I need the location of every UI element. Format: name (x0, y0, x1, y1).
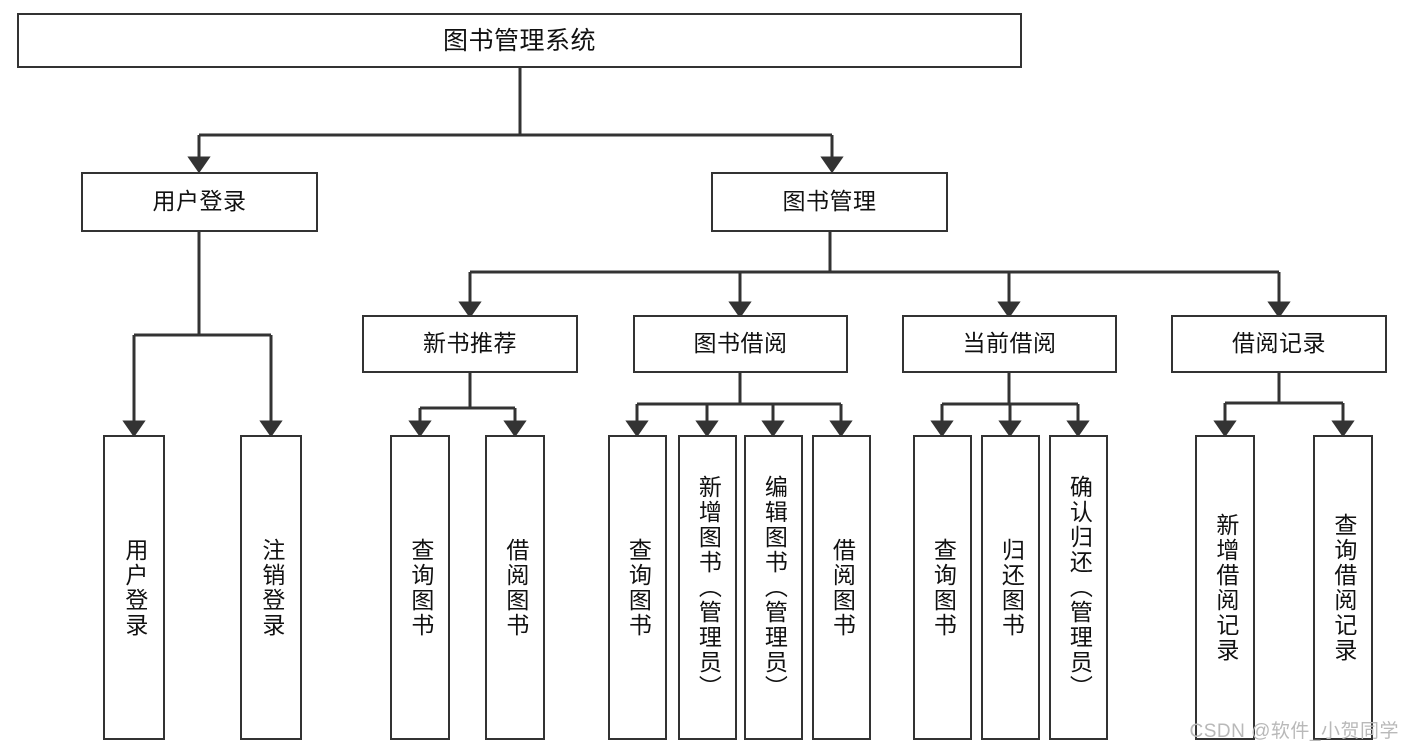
node-leaf-add-record[interactable]: 新增借阅记录 (1195, 435, 1255, 740)
node-label: 查询图书 (625, 537, 652, 638)
node-leaf-query-book-2[interactable]: 查询图书 (608, 435, 667, 740)
node-current-borrow[interactable]: 当前借阅 (902, 315, 1117, 373)
node-new-book-recommend[interactable]: 新书推荐 (362, 315, 578, 373)
node-label: 借阅图书 (502, 537, 529, 638)
node-leaf-query-record[interactable]: 查询借阅记录 (1313, 435, 1373, 740)
node-borrow-record[interactable]: 借阅记录 (1171, 315, 1387, 373)
node-label: 图书管理 (782, 188, 877, 215)
node-leaf-return-book[interactable]: 归还图书 (981, 435, 1040, 740)
node-label: 查询图书 (930, 537, 957, 638)
node-leaf-query-book-1[interactable]: 查询图书 (390, 435, 450, 740)
node-label: 借阅记录 (1232, 330, 1326, 357)
node-label: 注销登录 (258, 537, 285, 638)
node-label: 新增借阅记录 (1212, 512, 1239, 663)
node-root-system[interactable]: 图书管理系统 (17, 13, 1022, 68)
node-label: 用户登录 (121, 537, 148, 638)
node-label: 图书管理系统 (442, 26, 596, 55)
node-label: 当前借阅 (962, 330, 1057, 357)
node-label: 新书推荐 (423, 330, 517, 357)
node-leaf-add-book[interactable]: 新增图书（管理员） (678, 435, 737, 740)
node-user-login[interactable]: 用户登录 (81, 172, 318, 232)
node-label: 确认归还（管理员） (1066, 475, 1093, 700)
node-label: 图书借阅 (693, 330, 788, 357)
node-leaf-user-logout[interactable]: 注销登录 (240, 435, 302, 740)
node-leaf-query-book-3[interactable]: 查询图书 (913, 435, 972, 740)
watermark: CSDN @软件_小贺同学 (1189, 721, 1399, 742)
node-label: 查询图书 (407, 537, 434, 638)
node-label: 借阅图书 (829, 537, 856, 638)
node-leaf-borrow-book-1[interactable]: 借阅图书 (485, 435, 545, 740)
node-label: 编辑图书（管理员） (761, 475, 788, 700)
node-book-management[interactable]: 图书管理 (711, 172, 948, 232)
node-leaf-edit-book[interactable]: 编辑图书（管理员） (744, 435, 803, 740)
node-book-borrow[interactable]: 图书借阅 (633, 315, 848, 373)
node-leaf-user-login[interactable]: 用户登录 (103, 435, 165, 740)
node-label: 新增图书（管理员） (695, 475, 722, 700)
node-label: 归还图书 (998, 537, 1025, 638)
node-label: 查询借阅记录 (1330, 512, 1357, 663)
node-leaf-borrow-book-2[interactable]: 借阅图书 (812, 435, 871, 740)
node-label: 用户登录 (152, 188, 247, 215)
node-leaf-confirm-return[interactable]: 确认归还（管理员） (1049, 435, 1108, 740)
